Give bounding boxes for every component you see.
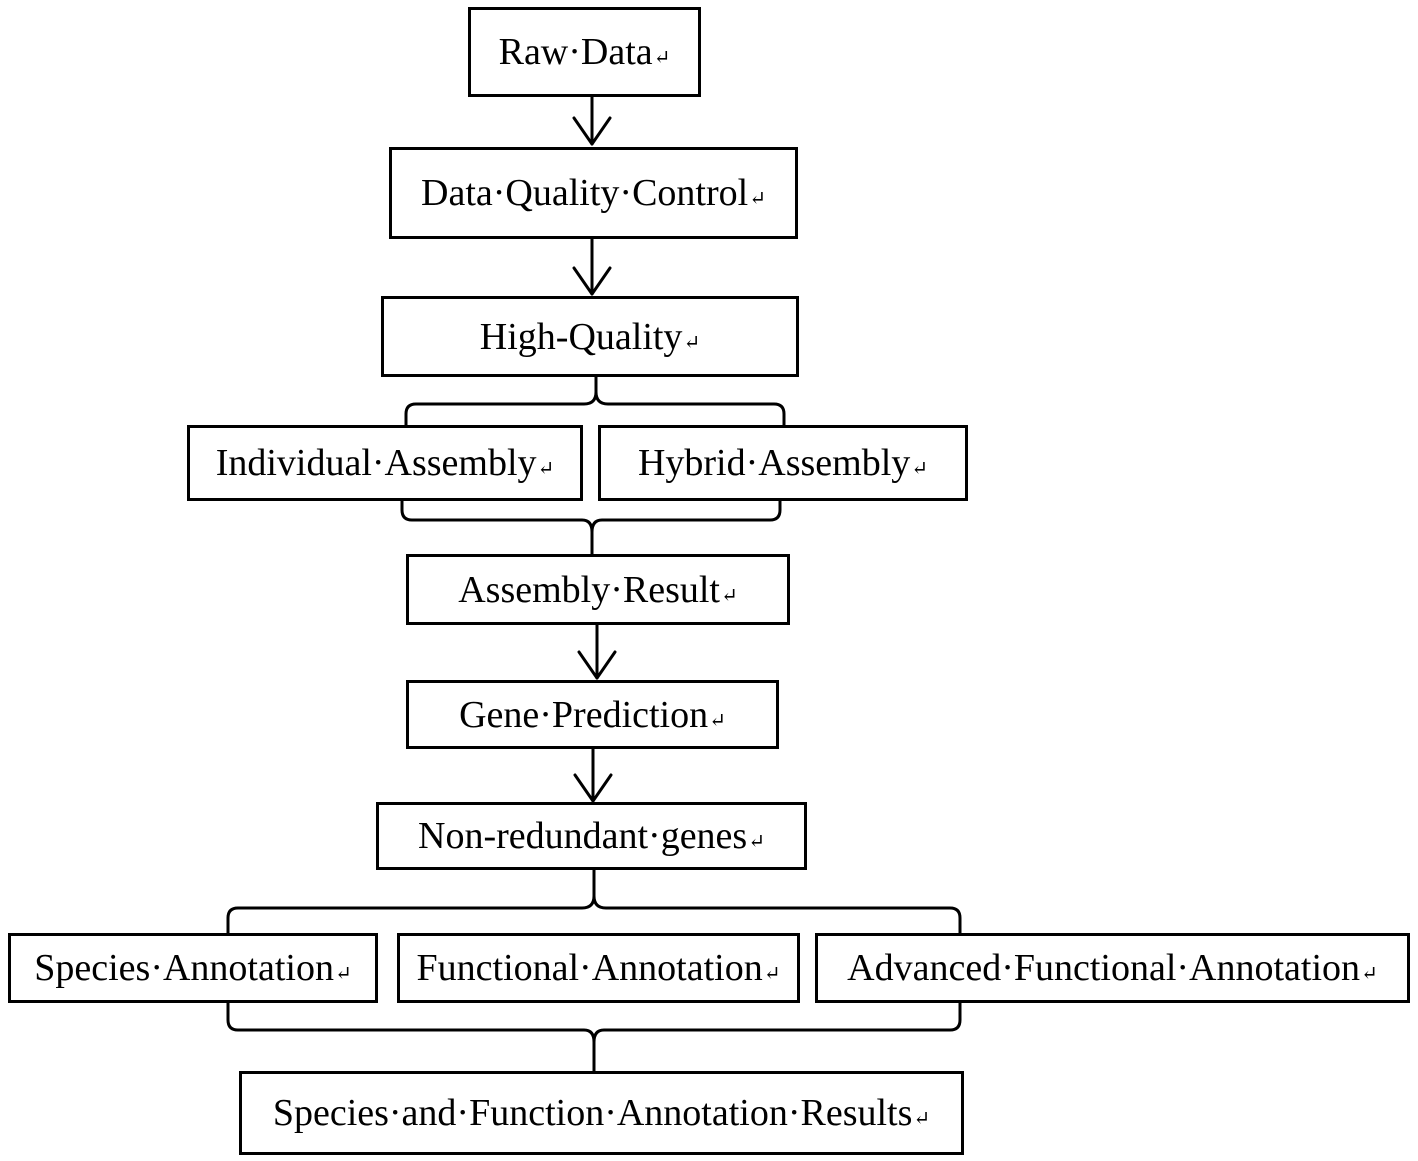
node-individual-assembly-label: Individual·Assembly [215,442,537,484]
bracket-annotations-bottom [226,1000,962,1074]
node-hybrid-assembly-label: Hybrid·Assembly [637,442,911,484]
arrow-qc-to-high-quality [572,236,612,296]
node-gene-prediction-label: Gene·Prediction [459,693,709,736]
node-raw-data: Raw·Data↵ [468,7,701,97]
node-individual-assembly: Individual·Assembly↵ [187,425,583,501]
node-high-quality-label: High-Quality [479,315,683,358]
paragraph-mark: ↵ [763,963,781,985]
paragraph-mark: ↵ [748,831,765,853]
node-species-annotation: Species·Annotation↵ [8,933,378,1003]
node-assembly-result: Assembly·Result↵ [406,554,790,625]
arrow-raw-to-qc [572,94,612,146]
paragraph-mark: ↵ [709,709,726,732]
bracket-annotations-top [226,867,962,938]
paragraph-mark: ↵ [749,188,766,210]
node-advanced-functional-annotation-label: Advanced·Functional·Annotation [847,947,1361,989]
paragraph-mark: ↵ [1361,963,1378,985]
node-functional-annotation: Functional·Annotation↵ [397,933,800,1003]
node-data-quality-control-label: Data·Quality·Control [421,172,749,214]
paragraph-mark: ↵ [653,47,671,69]
node-gene-prediction: Gene·Prediction↵ [406,680,779,749]
bracket-assemblies-top [404,374,786,428]
node-species-and-function-results: Species·and·Function·Annotation·Results↵ [239,1071,964,1155]
arrow-gene-prediction-to-non-redundant [573,746,613,803]
paragraph-mark: ↵ [721,584,738,607]
node-species-annotation-label: Species·Annotation [34,947,334,989]
node-assembly-result-label: Assembly·Result [458,568,720,611]
paragraph-mark: ↵ [334,963,352,985]
arrow-assembly-to-gene-prediction [577,622,617,680]
node-species-and-function-results-label: Species·and·Function·Annotation·Results [272,1092,913,1134]
paragraph-mark: ↵ [913,1108,931,1130]
node-advanced-functional-annotation: Advanced·Functional·Annotation↵ [815,933,1410,1003]
node-non-redundant-genes: Non-redundant·genes↵ [376,802,807,870]
node-raw-data-label: Raw·Data [498,31,653,73]
bracket-assemblies-bottom [400,498,782,556]
paragraph-mark: ↵ [537,458,555,480]
paragraph-mark: ↵ [911,458,929,480]
node-data-quality-control: Data·Quality·Control↵ [389,147,798,239]
node-hybrid-assembly: Hybrid·Assembly↵ [598,425,968,501]
node-high-quality: High-Quality↵ [381,296,799,377]
node-functional-annotation-label: Functional·Annotation [416,947,763,989]
paragraph-mark: ↵ [683,331,701,354]
node-non-redundant-genes-label: Non-redundant·genes [418,815,748,857]
